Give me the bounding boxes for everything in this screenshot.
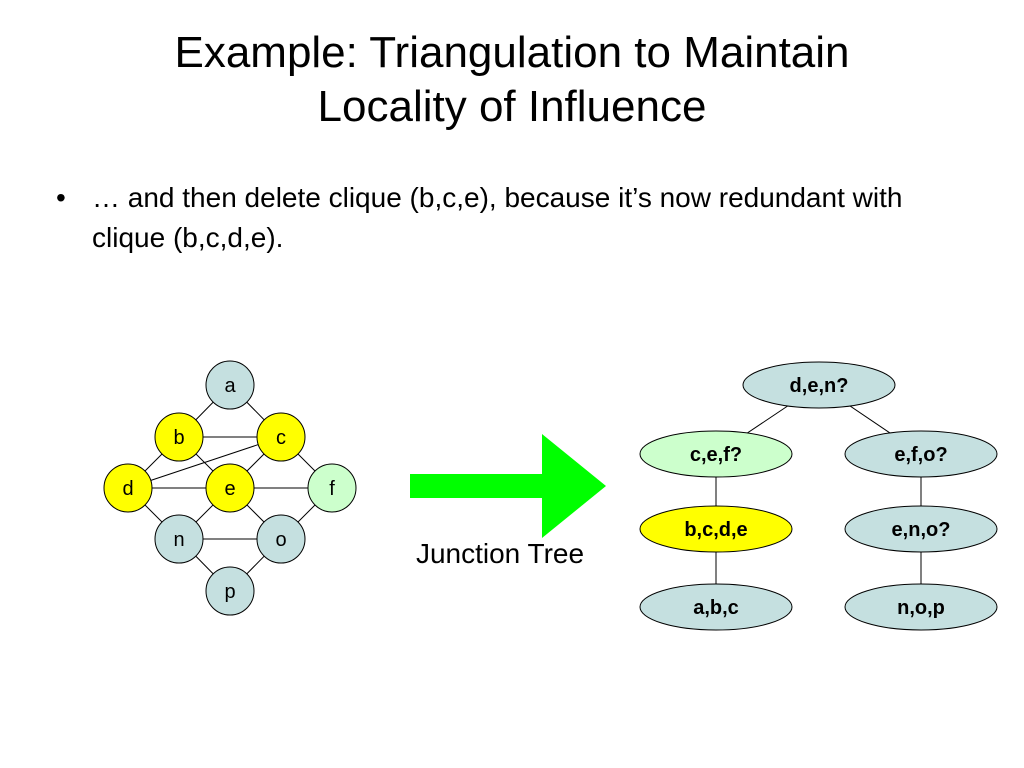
right-arrow-icon <box>410 434 606 538</box>
tree-node-abc: a,b,c <box>639 583 793 631</box>
junction-tree-edges <box>715 384 922 607</box>
tree-node-ellipse <box>639 430 793 478</box>
graph-node-e: e <box>205 463 255 513</box>
graph-node-circle <box>205 566 255 616</box>
graph-node-label: d <box>122 478 133 500</box>
graph-edge-c-d <box>127 436 282 489</box>
tree-node-label: c,e,f? <box>690 444 742 466</box>
tree-node-cef: c,e,f? <box>639 430 793 478</box>
tree-node-label: a,b,c <box>693 597 739 619</box>
graph-node-a: a <box>205 360 255 410</box>
graph-node-label: p <box>224 581 235 603</box>
tree-node-ellipse <box>639 505 793 553</box>
tree-node-label: n,o,p <box>897 597 945 619</box>
graph-node-circle <box>256 514 306 564</box>
tree-node-label: d,e,n? <box>790 375 849 397</box>
tree-node-bcde: b,c,d,e <box>639 505 793 553</box>
graph-node-label: n <box>173 529 184 551</box>
tree-node-label: e,f,o? <box>894 444 947 466</box>
graph-node-d: d <box>103 463 153 513</box>
graph-node-o: o <box>256 514 306 564</box>
title-line-1: Example: Triangulation to Maintain <box>174 28 850 77</box>
graph-node-circle <box>205 463 255 513</box>
tree-node-label: b,c,d,e <box>684 519 747 541</box>
slide-title: Example: Triangulation to Maintain Local… <box>0 26 1024 134</box>
tree-node-ellipse <box>844 430 998 478</box>
graph-node-label: e <box>224 478 235 500</box>
graph-node-circle <box>154 514 204 564</box>
graph-node-p: p <box>205 566 255 616</box>
graph-node-circle <box>205 360 255 410</box>
graph-node-c: c <box>256 412 306 462</box>
tree-node-eno: e,n,o? <box>844 505 998 553</box>
tree-node-ellipse <box>844 505 998 553</box>
tree-node-nop: n,o,p <box>844 583 998 631</box>
graph-node-circle <box>103 463 153 513</box>
graph-node-label: c <box>276 427 286 449</box>
tree-node-label: e,n,o? <box>892 519 951 541</box>
graph-node-b: b <box>154 412 204 462</box>
graph-node-circle <box>256 412 306 462</box>
tree-node-ellipse <box>742 361 896 409</box>
graph-node-label: a <box>224 375 236 397</box>
bullet-text: … and then delete clique (b,c,e), becaus… <box>92 182 903 253</box>
bullet-marker: • <box>56 182 66 213</box>
graph-nodes: a b c d e f n o p <box>103 360 357 616</box>
graph-node-circle <box>307 463 357 513</box>
graph-node-label: o <box>275 529 286 551</box>
title-line-2: Locality of Influence <box>317 82 707 131</box>
graph-node-n: n <box>154 514 204 564</box>
tree-node-efo: e,f,o? <box>844 430 998 478</box>
tree-node-ellipse <box>844 583 998 631</box>
graph-node-f: f <box>307 463 357 513</box>
graph-node-circle <box>154 412 204 462</box>
junction-tree-caption: Junction Tree <box>415 538 585 569</box>
tree-node-den: d,e,n? <box>742 361 896 409</box>
graph-node-label: b <box>173 427 184 449</box>
graph-node-label: f <box>329 478 335 500</box>
junction-tree-nodes: d,e,n? c,e,f? e,f,o? b,c,d,e e,n,o? a,b,c n,o,… <box>639 361 998 631</box>
tree-node-ellipse <box>639 583 793 631</box>
